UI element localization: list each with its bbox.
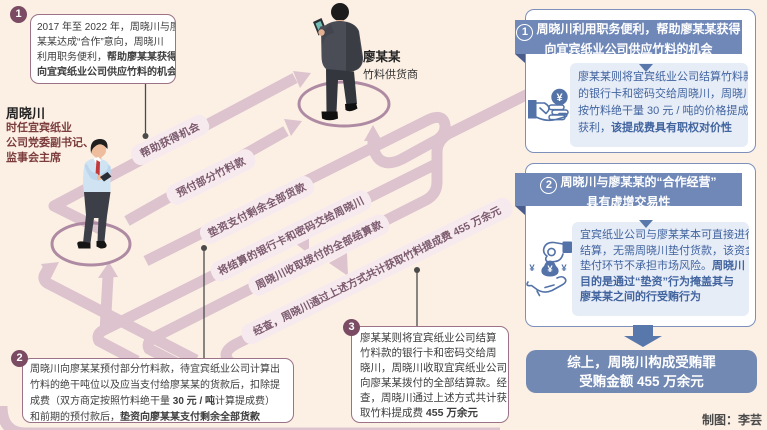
svg-text:¥: ¥ (547, 264, 553, 275)
svg-text:¥: ¥ (561, 263, 567, 274)
svg-text:¥: ¥ (529, 263, 535, 274)
svg-text:¥: ¥ (556, 92, 563, 104)
